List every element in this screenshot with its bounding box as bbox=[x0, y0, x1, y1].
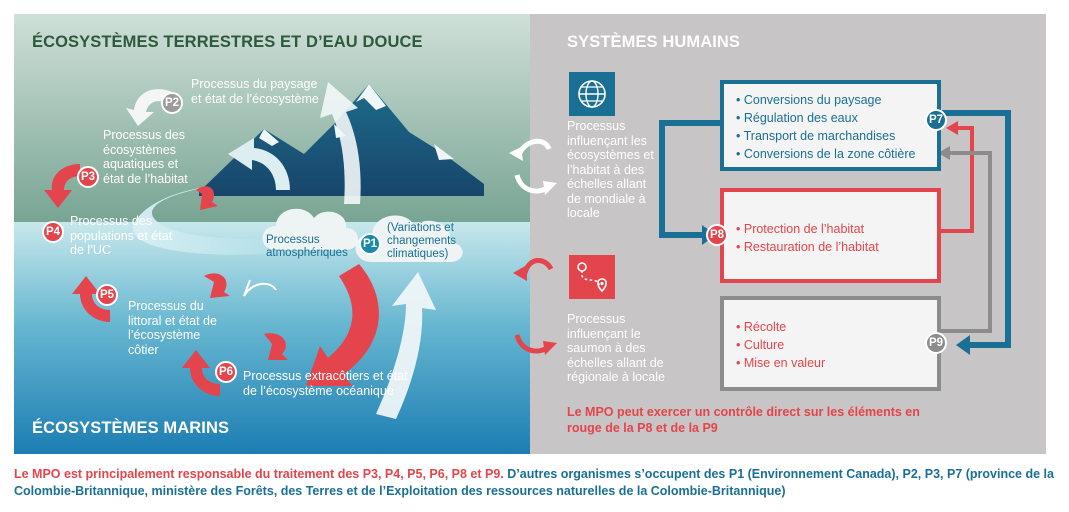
badge-p4: P4 bbox=[42, 221, 64, 243]
map-route-icon bbox=[569, 255, 615, 299]
text-p2: Processus du paysage et état de l’écosys… bbox=[191, 77, 319, 106]
p9-item: Mise en valeur bbox=[736, 354, 937, 372]
left-panel: ÉCOSYSTÈMES TERRESTRES ET D’EAU DOUCE ÉC… bbox=[14, 14, 530, 454]
box-p7: Conversions du paysage Régulation des ea… bbox=[720, 80, 941, 171]
p7-item: Conversions de la zone côtière bbox=[736, 145, 937, 163]
text-p1-left: Processus atmosphériques bbox=[266, 234, 348, 259]
footer-part-2: D’autres organismes s’occupent des P1 (E… bbox=[14, 467, 1054, 498]
title-terrestrial: ÉCOSYSTÈMES TERRESTRES ET D’EAU DOUCE bbox=[32, 33, 423, 51]
badge-p6: P6 bbox=[215, 361, 237, 383]
badge-p9: P9 bbox=[925, 332, 947, 354]
badge-p7: P7 bbox=[925, 109, 947, 131]
badge-p2: P2 bbox=[161, 92, 183, 114]
box-p9: Récolte Culture Mise en valeur bbox=[720, 296, 941, 391]
badge-p8: P8 bbox=[706, 224, 728, 246]
p8-item: Protection de l’habitat bbox=[736, 220, 937, 238]
influence-text-1: Processus influençant les écosystèmes et… bbox=[567, 119, 654, 220]
exchange-arrows bbox=[509, 138, 557, 355]
box-p8: Protection de l’habitat Restauration de … bbox=[720, 188, 941, 283]
mpo-control-note: Le MPO peut exercer un contrôle direct s… bbox=[567, 405, 920, 435]
footer-part-1: Le MPO est principalement responsable du… bbox=[14, 467, 504, 481]
text-p6: Processus extracôtiers et état de l’écos… bbox=[243, 369, 408, 398]
text-p5: Processus du littoral et état de l’écosy… bbox=[128, 299, 217, 357]
p9-item: Culture bbox=[736, 336, 937, 354]
footer-note: Le MPO est principalement responsable du… bbox=[14, 466, 1054, 499]
text-p4: Processus des populations et état de l’U… bbox=[70, 214, 173, 257]
title-human-systems: SYSTÈMES HUMAINS bbox=[567, 33, 741, 51]
p9-item: Récolte bbox=[736, 318, 937, 336]
p7-item: Conversions du paysage bbox=[736, 91, 937, 109]
badge-p5: P5 bbox=[96, 284, 118, 306]
text-p3: Processus des écosystèmes aquatiques et … bbox=[103, 128, 188, 186]
badge-p1: P1 bbox=[359, 233, 381, 255]
connector-lines bbox=[659, 110, 1011, 355]
badge-p3: P3 bbox=[77, 166, 99, 188]
title-marine: ÉCOSYSTÈMES MARINS bbox=[32, 419, 230, 437]
influence-text-2: Processus influençant le saumon à des éc… bbox=[567, 312, 665, 384]
text-p1-right: (Variations et changements climatiques) bbox=[387, 222, 457, 260]
p8-item: Restauration de l’habitat bbox=[736, 238, 937, 256]
landscape-illustration bbox=[14, 14, 530, 454]
p7-item: Transport de marchandises bbox=[736, 127, 937, 145]
globe-icon bbox=[569, 72, 615, 116]
p7-item: Régulation des eaux bbox=[736, 109, 937, 127]
